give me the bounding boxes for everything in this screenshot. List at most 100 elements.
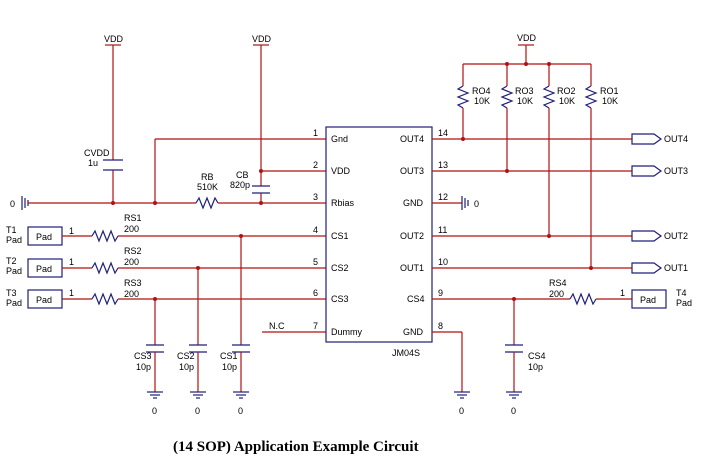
ground-pin12-symbol: 0 [461,196,479,210]
pad-t2-box: Pad [36,264,52,274]
pin-12-num: 12 [438,192,448,202]
rs2-value: 200 [124,257,139,267]
ro4-resistor: RO4 10K [456,85,491,109]
rs4-name: RS4 [549,278,567,288]
chip-name: JM04S [392,348,420,358]
ro3-name: RO3 [515,86,534,96]
pin-9-num: 9 [438,288,443,298]
pin-1-num: 1 [313,128,318,138]
cb-value: 820p [230,180,250,190]
ground-pin12-label: 0 [474,199,479,209]
ground-cs3-label: 0 [152,406,157,416]
ro3-value: 10K [517,96,533,106]
pad-t2[interactable]: T2 Pad Pad 1 [6,256,74,278]
pin-8-num: 8 [438,321,443,331]
pad-t4-name: T4 [676,288,687,298]
rb-resistor: RB 510K [195,172,219,210]
cs4-name: CS4 [528,351,546,361]
pad-t2-name: T2 [6,256,17,266]
rs2-resistor: RS2 200 [91,246,142,275]
pad-t1-pin: 1 [69,226,74,236]
rs3-resistor: RS3 200 [91,278,142,306]
cvdd-capacitor: CVDD 1u [84,148,123,171]
pad-t2-sub: Pad [6,266,22,276]
vdd-label-left: VDD [104,34,124,44]
pin-10-num: 10 [438,257,448,267]
out1-label: OUT1 [664,263,688,273]
pad-t1-box: Pad [36,232,52,242]
pad-t1-name: T1 [6,225,17,235]
pin-12-label: GND [403,198,424,208]
pin-3-num: 3 [313,192,318,202]
pin-6-num: 6 [313,288,318,298]
pin-2-num: 2 [313,160,318,170]
pad-t4[interactable]: 1 Pad T4 Pad [620,288,692,309]
rs1-resistor: RS1 200 [91,213,142,243]
pin-7-label: Dummy [331,327,362,337]
pin-3-label: Rbias [331,198,355,208]
pin-9-label: CS4 [407,294,425,304]
rs1-value: 200 [124,224,139,234]
ro1-resistor: RO1 10K [584,85,619,109]
rs4-resistor: RS4 200 [549,278,597,306]
out3-label: OUT3 [664,166,688,176]
cs2-name: CS2 [177,351,195,361]
pin-2-label: VDD [331,166,351,176]
pin-6-label: CS3 [331,294,349,304]
pad-t3-box: Pad [36,295,52,305]
cs3-value: 10p [136,362,151,372]
out4-label: OUT4 [664,134,688,144]
pad-t3[interactable]: T3 Pad Pad 1 [6,288,74,309]
pin-11-num: 11 [438,225,447,235]
pin-13-num: 13 [438,160,448,170]
cs3-capacitor: CS3 10p [134,344,164,372]
pin-11-label: OUT2 [400,231,424,241]
pad-t4-box: Pad [640,295,656,305]
vdd-symbol-right: VDD [517,33,537,46]
cb-name: CB [236,170,249,180]
pin-8-label: GND [403,327,424,337]
rb-name: RB [201,172,214,182]
pin-10-label: OUT1 [400,263,424,273]
pad-t1-sub: Pad [6,235,22,245]
ro1-value: 10K [602,96,618,106]
pad-t3-sub: Pad [6,298,22,308]
ro2-resistor: RO2 10K [542,85,576,109]
cs2-value: 10p [179,362,194,372]
pin-7-num: 7 [313,321,318,331]
cs4-capacitor: CS4 10p [505,344,546,372]
pin-4-num: 4 [313,225,318,235]
pin-13-label: OUT3 [400,166,424,176]
ro1-name: RO1 [600,86,619,96]
ground-left-symbol: 0 [10,196,29,210]
ground-pin8-symbol: 0 [454,391,470,416]
ground-cs2-label: 0 [195,406,200,416]
vdd-symbol-mid: VDD [252,34,272,46]
pin-5-num: 5 [313,257,318,267]
vdd-label-right: VDD [517,33,537,43]
pin-14-label: OUT4 [400,134,424,144]
cvdd-value: 1u [88,158,98,168]
cs1-name: CS1 [220,351,238,361]
pad-t4-sub: Pad [676,298,692,308]
cs1-capacitor: CS1 10p [220,344,250,372]
zero-label-left: 0 [10,199,15,209]
pin-4-label: CS1 [331,231,349,241]
ro4-value: 10K [474,96,490,106]
pad-t3-pin: 1 [69,288,74,298]
out2-label: OUT2 [664,231,688,241]
cvdd-name: CVDD [84,148,110,158]
cs1-value: 10p [222,362,237,372]
rs4-value: 200 [549,289,564,299]
rs3-name: RS3 [124,278,142,288]
ro4-name: RO4 [472,86,491,96]
ground-cs3-symbol: 0 [147,391,163,416]
figure-caption: (14 SOP) Application Example Circuit [173,439,419,455]
ro3-resistor: RO3 10K [500,85,534,109]
cs2-capacitor: CS2 10p [177,344,207,372]
pad-t1[interactable]: T1 Pad Pad 1 [6,225,74,246]
vdd-label-mid: VDD [252,34,272,44]
ground-cs4-label: 0 [511,406,516,416]
pad-t2-pin: 1 [69,257,74,267]
